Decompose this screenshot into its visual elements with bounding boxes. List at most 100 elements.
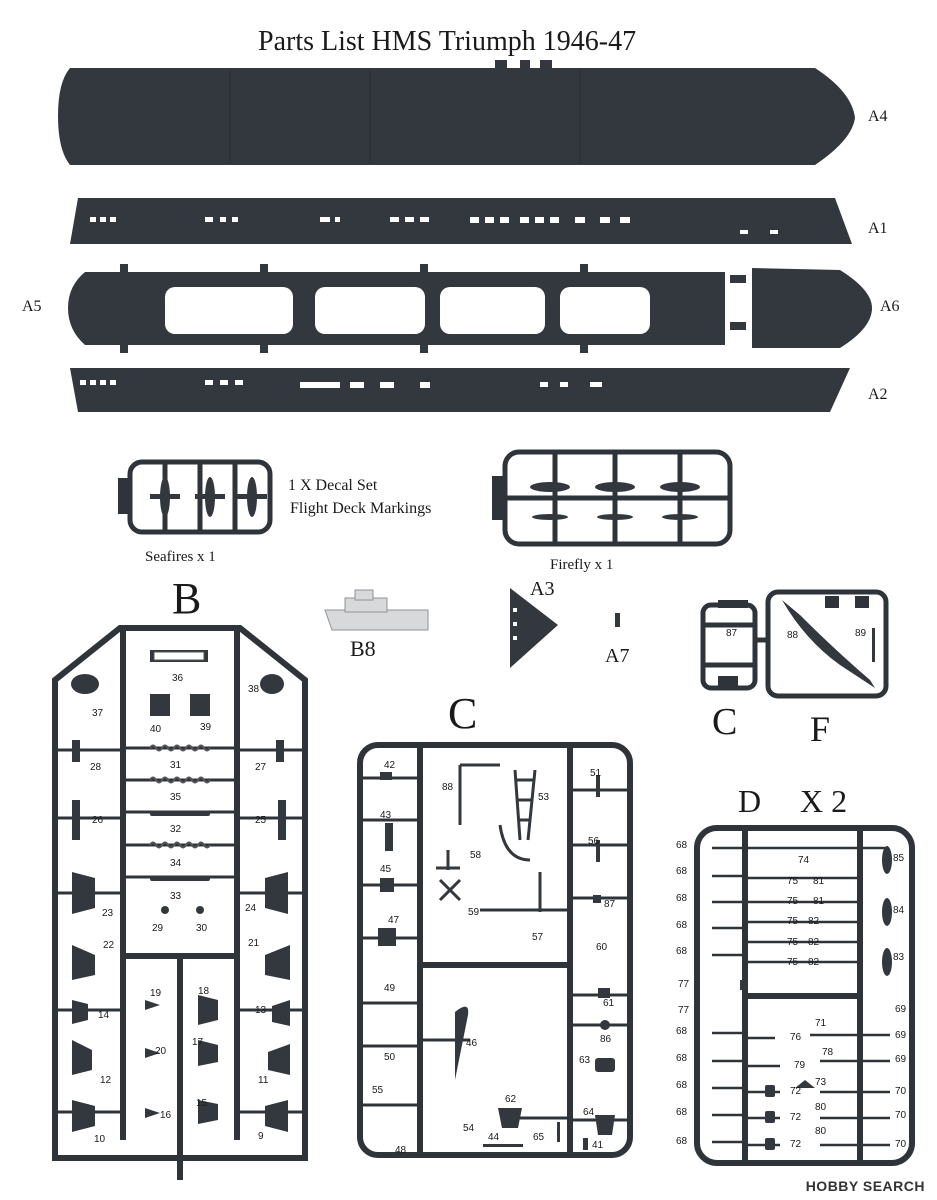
- d-part-75e: 75: [787, 957, 799, 968]
- d-left-label-2: 68: [676, 866, 688, 877]
- flight-deck-markings-label: Flight Deck Markings: [290, 500, 432, 517]
- c-part-58: 58: [470, 850, 482, 861]
- d-left-label-11: 68: [676, 1107, 688, 1118]
- d-part-80b: 80: [815, 1126, 827, 1137]
- b-part-26: 26: [92, 815, 104, 826]
- d-part-73: 73: [815, 1077, 827, 1088]
- c-part-46: 46: [466, 1038, 478, 1049]
- c-part-42: 42: [384, 760, 396, 771]
- label-a1: A1: [868, 220, 888, 237]
- b-part-24: 24: [245, 903, 257, 914]
- c-part-45: 45: [380, 864, 392, 875]
- part-a3: [510, 588, 558, 668]
- c-part-41: 41: [592, 1140, 604, 1151]
- c-part-56: 56: [588, 836, 600, 847]
- label-b8: B8: [350, 636, 376, 661]
- part-a6-bow-deck: [730, 268, 872, 348]
- part-a2-hull-side: [70, 368, 850, 412]
- d-part-75d: 75: [787, 937, 799, 948]
- part-b8: [324, 589, 429, 631]
- d-part-84: 84: [893, 905, 905, 916]
- b-part-19: 19: [150, 988, 162, 999]
- part-num-f88: 88: [787, 630, 799, 641]
- decal-set-label: 1 X Decal Set: [288, 477, 378, 494]
- b-part-32: 32: [170, 824, 182, 835]
- sprue-c-gates: [360, 776, 630, 1122]
- d-part-75c: 75: [787, 916, 799, 927]
- d-part-83: 83: [893, 952, 905, 963]
- b-part-12: 12: [100, 1075, 112, 1086]
- d-part-72a: 72: [790, 1086, 802, 1097]
- c-part-62: 62: [505, 1094, 517, 1105]
- b-part-33: 33: [170, 891, 182, 902]
- b-part-34: 34: [170, 858, 182, 869]
- c-part-57: 57: [532, 932, 544, 943]
- b-part-16: 16: [160, 1110, 172, 1121]
- c-part-88: 88: [442, 782, 454, 793]
- watermark-logo: HOBBY SEARCH: [805, 1178, 925, 1194]
- sprue-label-f: F: [810, 709, 831, 749]
- d-left-label-4: 68: [676, 920, 688, 931]
- b-part-20: 20: [155, 1046, 167, 1057]
- b-part-39: 39: [200, 722, 212, 733]
- small-c-fret: [700, 602, 758, 691]
- f-fret: [755, 589, 889, 699]
- c-part-86: 86: [600, 1034, 612, 1045]
- d-part-81b: 81: [813, 896, 825, 907]
- sprue-label-d: D: [738, 783, 762, 819]
- c-part-49: 49: [384, 983, 396, 994]
- d-part-71: 71: [815, 1018, 827, 1029]
- label-a3: A3: [530, 578, 555, 600]
- b-part-18: 18: [198, 986, 210, 997]
- c-part-87: 87: [604, 899, 616, 910]
- b-part-28: 28: [90, 762, 102, 773]
- part-num-f89: 89: [855, 628, 867, 639]
- d-part-79: 79: [794, 1060, 806, 1071]
- firefly-label: Firefly x 1: [550, 557, 614, 573]
- b-part-23: 23: [102, 908, 114, 919]
- c-part-55: 55: [372, 1085, 384, 1096]
- seafire-aircraft: [150, 477, 267, 517]
- sprue-d-parts: [740, 846, 892, 1150]
- c-part-50: 50: [384, 1052, 396, 1063]
- c-part-59: 59: [468, 907, 480, 918]
- d-part-69a: 69: [895, 1004, 907, 1015]
- b-part-36: 36: [172, 673, 184, 684]
- label-a6: A6: [880, 298, 900, 315]
- b-part-38: 38: [248, 684, 260, 695]
- b-part-22: 22: [103, 940, 115, 951]
- sprue-label-c: C: [448, 689, 478, 738]
- a1-windows: [90, 217, 778, 234]
- d-part-85: 85: [893, 853, 905, 864]
- a5-openings: [165, 287, 650, 334]
- sprue-c-frame: [357, 742, 633, 1158]
- d-part-74: 74: [798, 855, 810, 866]
- page-title: Parts List HMS Triumph 1946-47: [258, 26, 637, 57]
- part-f89: [872, 628, 875, 662]
- part-f88: [782, 600, 875, 688]
- b-part-13: 13: [255, 1005, 267, 1016]
- sprue-c-frames: [436, 763, 542, 912]
- c-part-51: 51: [590, 768, 602, 779]
- label-a7: A7: [605, 645, 630, 667]
- d-left-label-6: 77: [678, 979, 690, 990]
- label-a4: A4: [868, 108, 888, 125]
- seafires-label: Seafires x 1: [145, 549, 216, 565]
- b-part-40: 40: [150, 724, 162, 735]
- d-part-82b: 82: [808, 937, 820, 948]
- part-a7: [615, 613, 620, 627]
- d-part-69b: 69: [895, 1030, 907, 1041]
- c-part-64: 64: [583, 1107, 595, 1118]
- b-part-29: 29: [152, 923, 164, 934]
- c-part-61: 61: [603, 998, 615, 1009]
- d-part-70a: 70: [895, 1086, 907, 1097]
- b-part-10: 10: [94, 1134, 106, 1145]
- d-part-80a: 80: [815, 1102, 827, 1113]
- sprue-label-b: B: [172, 574, 202, 623]
- d-left-label-5: 68: [676, 946, 688, 957]
- b-part-27: 27: [255, 762, 267, 773]
- c-part-60: 60: [596, 942, 608, 953]
- c-part-54: 54: [463, 1123, 475, 1134]
- c-part-53: 53: [538, 792, 550, 803]
- c-part-47: 47: [388, 915, 400, 926]
